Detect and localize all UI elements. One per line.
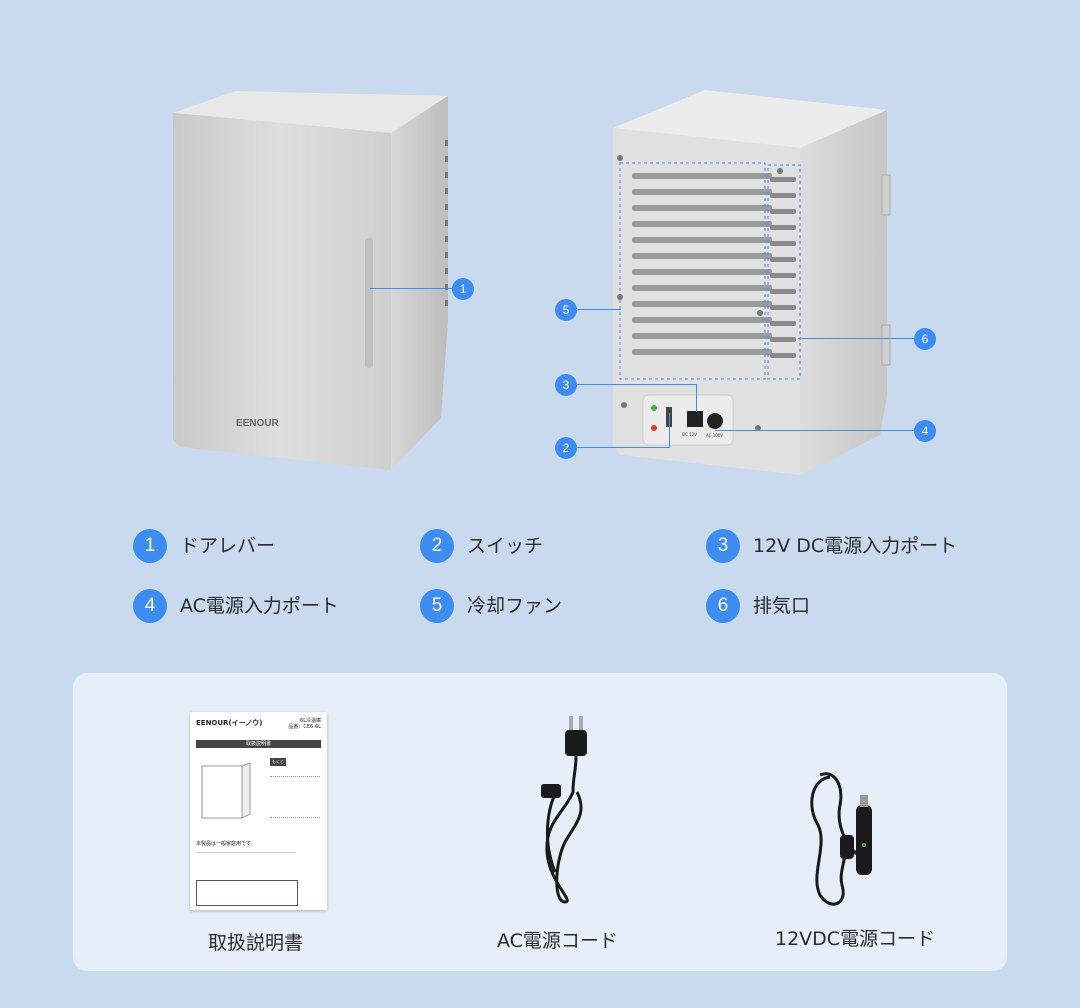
- manual-toc: もくじ: [270, 758, 320, 818]
- manual-fridge-illustration: [201, 762, 251, 819]
- marker-5: 5: [555, 299, 577, 321]
- accessory-label-dc-cord: 12VDC電源コード: [775, 928, 936, 950]
- marker-3: 3: [555, 374, 577, 396]
- dc-cord-image: [810, 772, 872, 906]
- legend-badge-4: 4: [133, 589, 167, 623]
- legend-label-door-lever: ドアレバー: [180, 535, 276, 557]
- manual-model-name: 6L冷温庫: [300, 718, 321, 724]
- callout-line-3a: [577, 384, 697, 385]
- ac-cord-image: [541, 716, 587, 904]
- manual-notice: 本製品は一般家庭用です。: [196, 841, 256, 847]
- fridge-front-logo: EENOUR: [236, 418, 279, 429]
- legend-label-ac-port: AC電源入力ポート: [180, 595, 339, 617]
- fridge-back-image: [613, 90, 891, 475]
- legend-label-dc-port: 12V DC電源入力ポート: [753, 535, 958, 557]
- callout-line-4: [715, 430, 915, 431]
- marker-1: 1: [452, 278, 474, 300]
- callout-line-6: [798, 338, 915, 339]
- callout-line-2a: [577, 447, 670, 448]
- manual-text-block: [196, 852, 296, 873]
- callout-line-3b: [696, 384, 697, 412]
- legend-badge-5: 5: [420, 589, 454, 623]
- manual-box: [196, 880, 298, 906]
- callout-line-1: [370, 288, 452, 289]
- legend-label-switch: スイッチ: [467, 535, 544, 557]
- accessory-label-manual: 取扱説明書: [208, 932, 304, 954]
- marker-2: 2: [555, 437, 577, 459]
- marker-6: 6: [914, 328, 936, 350]
- callout-line-2b: [669, 413, 670, 448]
- legend-badge-3: 3: [706, 529, 740, 563]
- fridge-front-image: [173, 91, 448, 470]
- legend-label-exhaust: 排気口: [753, 595, 811, 617]
- marker-4: 4: [914, 420, 936, 442]
- accessory-label-ac-cord: AC電源コード: [497, 930, 618, 952]
- legend-badge-2: 2: [420, 529, 454, 563]
- manual-model: 6L冷温庫 品番：CE6-6L: [288, 718, 321, 730]
- legend-label-cooling-fan: 冷却ファン: [467, 595, 563, 617]
- legend-badge-1: 1: [133, 529, 167, 563]
- manual-brand: EENOUR(イーノウ): [196, 719, 263, 727]
- manual-model-sub: 品番：CE6-6L: [288, 724, 321, 730]
- manual-toc-title: もくじ: [270, 758, 286, 766]
- callout-line-5: [577, 309, 621, 310]
- ac-port-label: AC 100V: [706, 433, 724, 438]
- manual-image: EENOUR(イーノウ) 6L冷温庫 品番：CE6-6L 取扱説明書 もくじ 本…: [190, 712, 327, 910]
- legend-badge-6: 6: [706, 589, 740, 623]
- manual-title-bar: 取扱説明書: [196, 740, 321, 748]
- dc-port-label: DC 12V: [682, 432, 697, 437]
